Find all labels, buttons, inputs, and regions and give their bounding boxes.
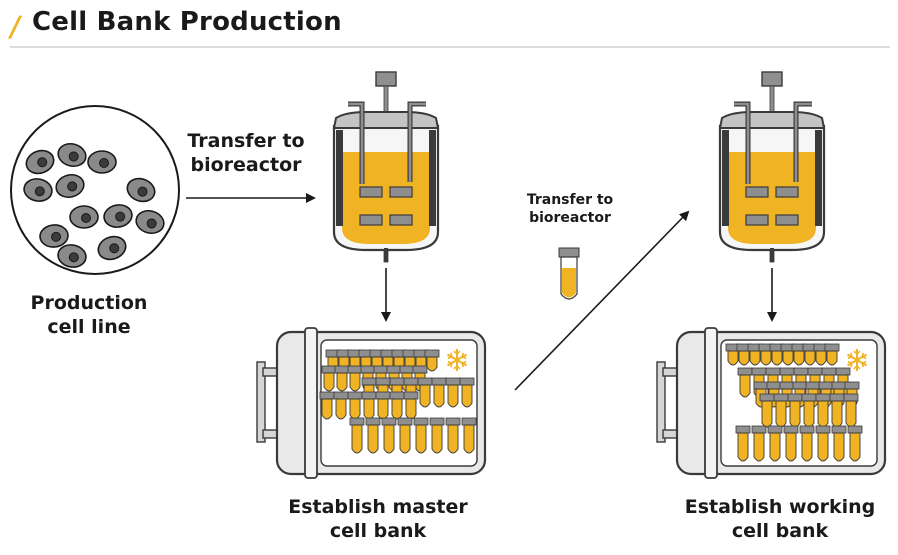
tube-icon — [365, 417, 381, 454]
tube-icon — [759, 393, 775, 428]
tube-icon — [347, 365, 363, 392]
tube-icon — [431, 377, 447, 408]
transfer-label-1: Transfer to bioreactor — [176, 130, 316, 178]
tube-icon — [780, 343, 796, 366]
tube-icon — [843, 393, 859, 428]
header: / Cell Bank Production — [7, 4, 890, 48]
cells-group — [23, 142, 165, 268]
tube-icon — [758, 343, 774, 366]
freezer-icon — [256, 327, 487, 479]
tube-icon — [747, 343, 763, 366]
cell-icon — [39, 224, 69, 248]
cell-icon — [126, 177, 156, 203]
tube-icon — [389, 391, 405, 420]
tube-icon — [445, 377, 461, 408]
tube-icon — [736, 343, 752, 366]
tube-icon — [829, 393, 845, 428]
bioreactor-icon — [718, 71, 826, 263]
tube-icon — [334, 365, 350, 392]
tube-icon — [783, 425, 799, 462]
transfer-label-2: Transfer to bioreactor — [510, 192, 630, 227]
tube-icon — [413, 417, 429, 454]
tube-icon — [403, 391, 419, 420]
tube-icon — [347, 391, 363, 420]
tube-icon — [361, 391, 377, 420]
master-cell-bank-label-line1: Establish master — [288, 496, 468, 518]
tube-icon — [417, 377, 433, 408]
tube-icon — [815, 393, 831, 428]
tube-icon — [429, 417, 445, 454]
tube-icon — [349, 417, 365, 454]
page-title: Cell Bank Production — [32, 7, 342, 37]
tube-icon — [321, 365, 337, 392]
tube-icon — [791, 343, 807, 366]
production-cell-line-label: Production cell line — [14, 292, 164, 340]
tube-icon — [333, 391, 349, 420]
transfer-label-2-line2: bioreactor — [529, 209, 611, 226]
transfer-label-1-line2: bioreactor — [190, 153, 302, 176]
working-cell-bank-label: Establish working cell bank — [670, 496, 890, 544]
tube-icon — [799, 425, 815, 462]
cell-icon — [25, 149, 55, 175]
tube-icon — [813, 343, 829, 366]
bioreactor-icon — [332, 71, 440, 263]
cell-icon — [69, 205, 99, 229]
master-cell-bank-label: Establish master cell bank — [268, 496, 488, 544]
production-cell-line-label-line2: cell line — [47, 315, 131, 338]
cell-icon — [97, 235, 127, 261]
tube-icon — [773, 393, 789, 428]
tube-icon — [831, 425, 847, 462]
tube-icon — [847, 425, 863, 462]
cell-icon — [57, 142, 87, 168]
tube-icon — [424, 349, 440, 372]
snowflake-icon — [446, 349, 468, 371]
cell-icon — [23, 178, 53, 202]
tube-icon — [787, 393, 803, 428]
working-cell-bank-label-line2: cell bank — [731, 519, 829, 542]
tube-icon — [319, 391, 335, 420]
production-cell-line-label-line1: Production — [30, 292, 148, 314]
tube-icon — [824, 343, 840, 366]
freezer-icon — [656, 327, 887, 479]
tube-icon — [461, 417, 477, 454]
tube-icon — [375, 391, 391, 420]
tube-icon — [767, 425, 783, 462]
tube-icon — [445, 417, 461, 454]
tube-icon — [751, 425, 767, 462]
cell-icon — [55, 173, 85, 199]
tube-icon — [381, 417, 397, 454]
transfer-label-2-line1: Transfer to — [526, 192, 614, 208]
production-cell-line — [10, 105, 180, 275]
tube-icon — [735, 425, 751, 462]
arrow-to-bioreactor-2 — [514, 210, 690, 391]
cell-icon — [87, 150, 117, 174]
cell-icon — [135, 209, 165, 235]
tube-icon — [815, 425, 831, 462]
title-divider — [10, 46, 890, 48]
cell-icon — [57, 244, 87, 268]
tube-icon — [725, 343, 741, 366]
transfer-label-1-line1: Transfer to — [187, 130, 305, 152]
tube-icon — [801, 393, 817, 428]
vial-icon — [558, 247, 580, 300]
tube-icon — [397, 417, 413, 454]
working-cell-bank-label-line1: Establish working — [684, 496, 876, 518]
tube-icon — [459, 377, 475, 408]
master-cell-bank-label-line2: cell bank — [329, 519, 427, 542]
tube-icon — [737, 367, 753, 398]
cell-icon — [103, 204, 133, 228]
snowflake-icon — [846, 349, 868, 371]
